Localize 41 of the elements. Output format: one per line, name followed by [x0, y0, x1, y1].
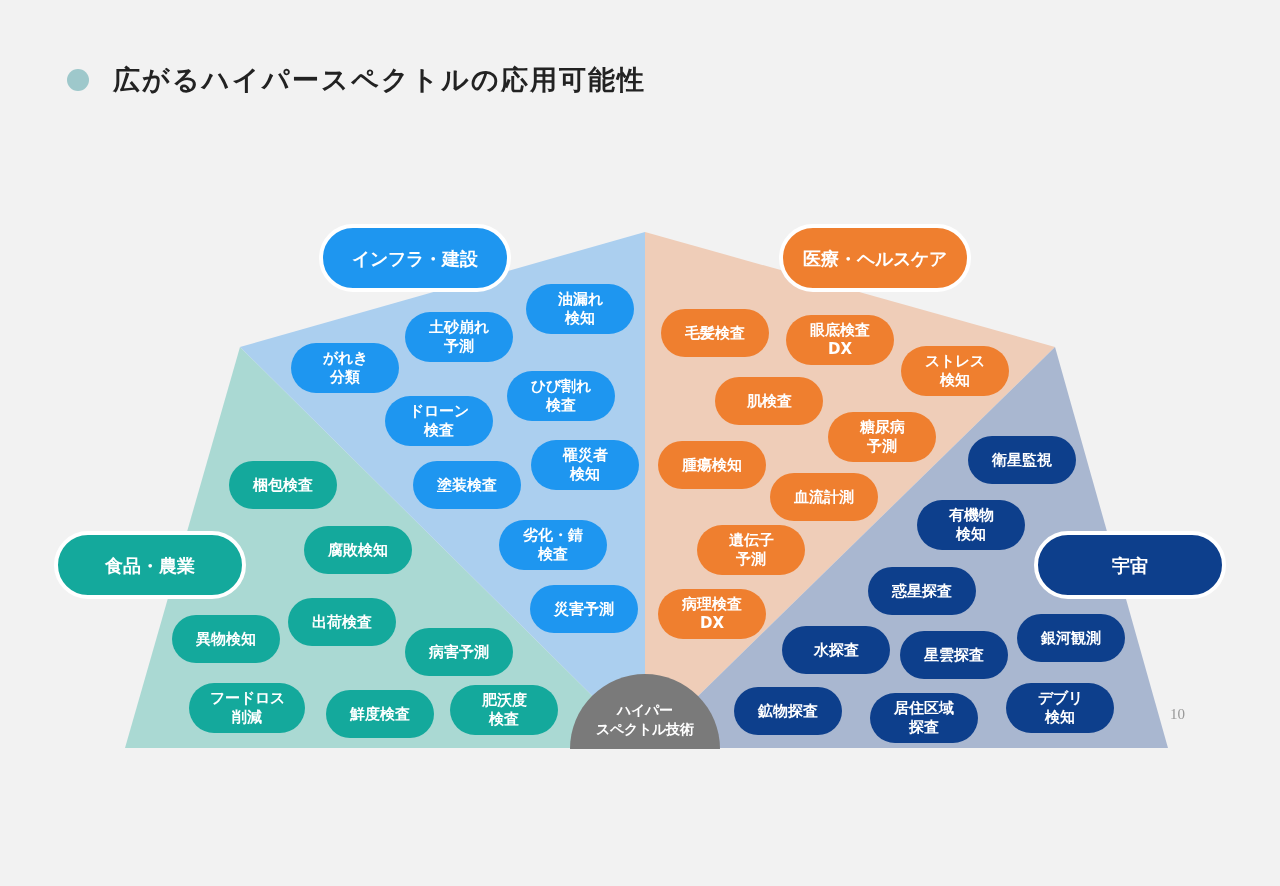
application-pill: 異物検知 — [172, 615, 280, 663]
application-pill: 塗装検査 — [413, 461, 521, 509]
application-pill: 梱包検査 — [229, 461, 337, 509]
application-pill: 土砂崩れ予測 — [405, 312, 513, 362]
application-pill: 油漏れ検知 — [526, 284, 634, 334]
application-pill: 星雲探査 — [900, 631, 1008, 679]
application-pill: 衛星監視 — [968, 436, 1076, 484]
category-pill: 宇宙 — [1034, 531, 1226, 599]
page-number: 10 — [1170, 706, 1185, 723]
application-pill: 劣化・錆検査 — [499, 520, 607, 570]
application-pill: 病害予測 — [405, 628, 513, 676]
application-pill: 糖尿病予測 — [828, 412, 936, 462]
application-pill: 鮮度検査 — [326, 690, 434, 738]
category-pill: 食品・農業 — [54, 531, 246, 599]
application-pill: 遺伝子予測 — [697, 525, 805, 575]
application-pill: ストレス検知 — [901, 346, 1009, 396]
title: 広がるハイパースペクトルの応用可能性 — [113, 63, 646, 97]
application-pill: 血流計測 — [770, 473, 878, 521]
application-pill: 病理検査DX — [658, 589, 766, 639]
application-pill: 鉱物探査 — [734, 687, 842, 735]
application-pill: 肌検査 — [715, 377, 823, 425]
application-pill: 眼底検査DX — [786, 315, 894, 365]
application-pill: ひび割れ検査 — [507, 371, 615, 421]
application-pill: 腫瘍検知 — [658, 441, 766, 489]
category-pill: インフラ・建設 — [319, 224, 511, 292]
application-pill: がれき分類 — [291, 343, 399, 393]
application-pill: 有機物検知 — [917, 500, 1025, 550]
application-pill: 出荷検査 — [288, 598, 396, 646]
application-pill: 災害予測 — [530, 585, 638, 633]
application-pill: 銀河観測 — [1017, 614, 1125, 662]
application-pill: ドローン検査 — [385, 396, 493, 446]
application-pill: 肥沃度検査 — [450, 685, 558, 735]
application-pill: 水探査 — [782, 626, 890, 674]
application-pill: 惑星探査 — [868, 567, 976, 615]
application-pill: 居住区域探査 — [870, 693, 978, 743]
application-pill: 腐敗検知 — [304, 526, 412, 574]
category-pill: 医療・ヘルスケア — [779, 224, 971, 292]
application-pill: 罹災者検知 — [531, 440, 639, 490]
application-pill: 毛髪検査 — [661, 309, 769, 357]
application-pill: デブリ検知 — [1006, 683, 1114, 733]
application-pill: フードロス削減 — [189, 683, 305, 733]
